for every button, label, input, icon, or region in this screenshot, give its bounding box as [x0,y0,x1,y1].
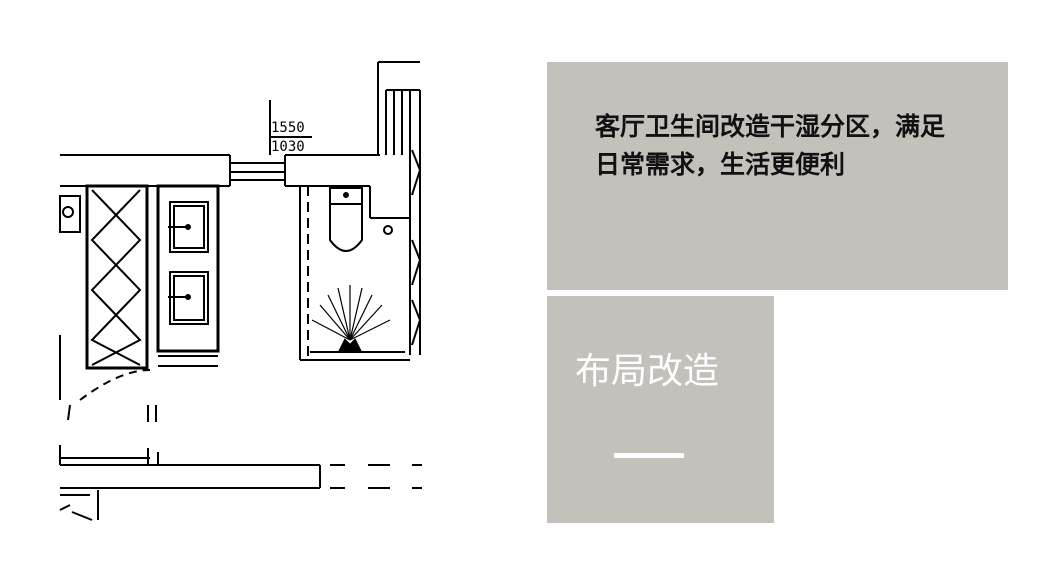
section-title: 布局改造 [575,351,720,392]
dimension-label-bottom: 1030 [271,139,305,155]
caption-card: 客厅卫生间改造干湿分区，满足日常需求，生活更便利 [547,62,1008,290]
caption-text: 客厅卫生间改造干湿分区，满足日常需求，生活更便利 [595,112,946,179]
bathroom-floor-plan: 1550 1030 [59,61,422,521]
title-card: 布局改造 [547,296,774,523]
dimension-label-top: 1550 [271,120,305,136]
title-underline-bar [614,453,684,458]
